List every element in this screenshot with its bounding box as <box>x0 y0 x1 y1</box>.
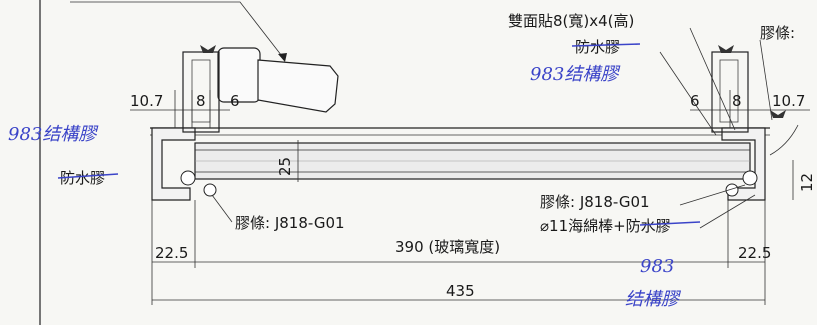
leader-top <box>70 1 286 61</box>
dim-left-8: 8 <box>196 92 206 110</box>
label-leaders <box>211 27 773 229</box>
handwritten-note-bottom-2: 结構膠 <box>625 289 682 310</box>
frame-profile-left <box>151 45 220 201</box>
suction-cup-tool <box>217 47 339 113</box>
tape-label: 雙面貼8(寬)x4(高) <box>508 12 634 30</box>
dim-vertical-25: 25 <box>276 157 294 176</box>
dim-right-10-7: 10.7 <box>772 92 805 110</box>
foam-rod-label: ⌀11海綿棒+防水膠 <box>540 217 671 235</box>
dim-left-10-7: 10.7 <box>130 92 163 110</box>
dim-left-22-5: 22.5 <box>155 244 188 262</box>
dim-left-6: 6 <box>230 92 240 110</box>
handwritten-strike-right <box>571 43 641 47</box>
waterproof-label-left: 防水膠 <box>60 169 105 187</box>
handwritten-strike-bottom <box>639 221 701 226</box>
handwritten-note-bottom-1: 983 <box>640 256 674 277</box>
dim-glass-width: 390 (玻璃寬度) <box>395 238 500 256</box>
handwritten-strike-left <box>57 173 119 179</box>
dim-total-435: 435 <box>446 282 475 300</box>
dimension-lines-bottom <box>151 200 766 305</box>
glass-panel <box>194 142 751 180</box>
frame-profile-right <box>711 45 799 201</box>
dim-right-6: 6 <box>690 92 700 110</box>
handwritten-note-left: 983结構膠 <box>8 124 99 145</box>
dim-vertical-12: 12 <box>798 173 816 192</box>
handwritten-note-top-right: 983结構膠 <box>530 64 621 85</box>
dim-right-22-5: 22.5 <box>738 244 771 262</box>
dimension-lines-top-left <box>130 90 230 128</box>
gasket-label-top-right: 膠條: <box>760 24 795 42</box>
dimension-lines-top-right <box>690 90 810 128</box>
dim-right-8: 8 <box>732 92 742 110</box>
gasket-label-right: 膠條: J818-G01 <box>540 193 650 211</box>
gasket-label-left: 膠條: J818-G01 <box>235 214 345 232</box>
waterproof-label-right: 防水膠 <box>575 38 620 56</box>
leader-arrow <box>278 53 287 62</box>
